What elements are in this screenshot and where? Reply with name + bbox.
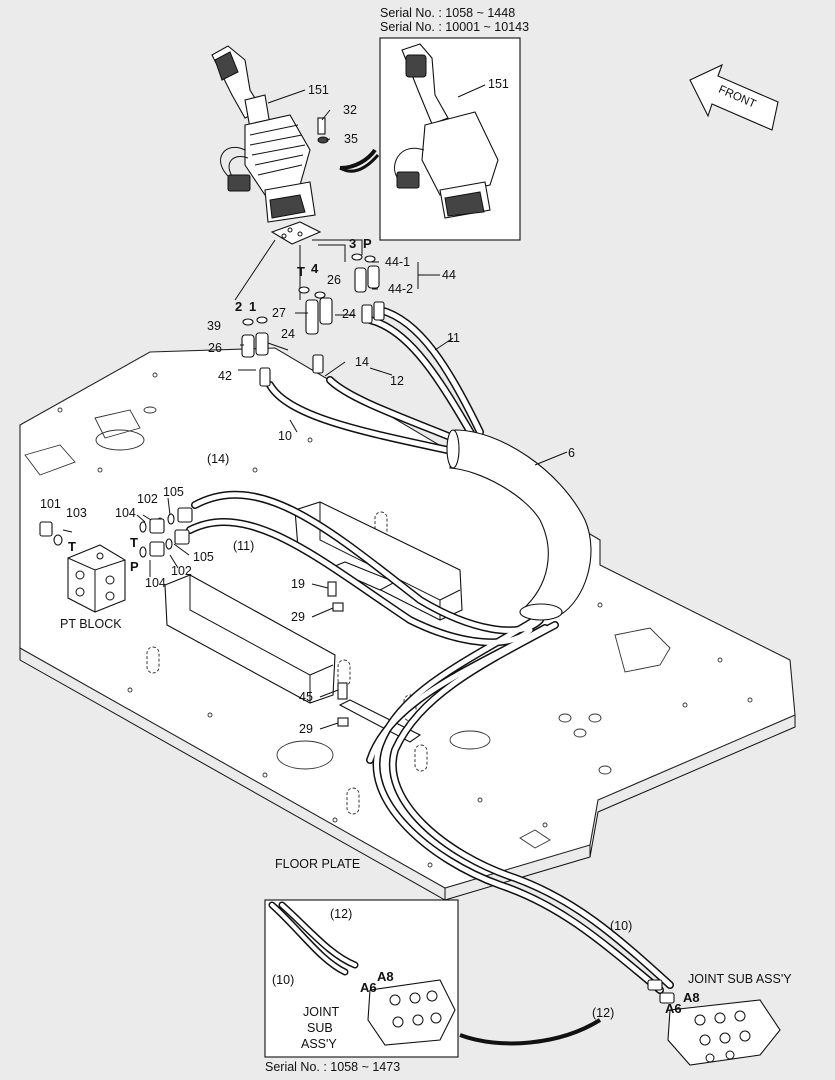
callout-12-paren: (12) — [592, 1006, 614, 1020]
callout-105-bottom: 105 — [193, 550, 214, 564]
nut-29a — [332, 602, 344, 612]
callout-6: 6 — [568, 446, 575, 460]
port-a8-inset: A8 — [377, 969, 394, 984]
plug-101 — [39, 521, 53, 537]
nut-29b — [337, 717, 349, 727]
port-p: P — [363, 236, 372, 251]
hoses — [186, 306, 674, 994]
floor-plate — [19, 347, 796, 901]
callout-29-lower: 29 — [299, 722, 313, 736]
callout-29-upper: 29 — [291, 610, 305, 624]
port-4: 4 — [311, 261, 319, 276]
callout-10-paren: (10) — [610, 919, 632, 933]
callout-102-top: 102 — [137, 492, 158, 506]
fittings-joystick — [241, 253, 385, 387]
callout-19: 19 — [291, 577, 305, 591]
callout-104-top: 104 — [115, 506, 136, 520]
callout-101: 101 — [40, 497, 61, 511]
joint-variant — [268, 901, 456, 1046]
callout-151-inset: 151 — [488, 77, 509, 91]
inset-joint-caption-3: ASS'Y — [301, 1037, 337, 1051]
callout-26-left: 26 — [208, 341, 222, 355]
callout-45: 45 — [299, 690, 313, 704]
callout-42: 42 — [218, 369, 232, 383]
inset-joint-caption-2: SUB — [307, 1021, 333, 1035]
callout-12-inset: (12) — [330, 907, 352, 921]
port-t: T — [297, 264, 305, 279]
callout-10: 10 — [278, 429, 292, 443]
bolt-19 — [327, 581, 337, 597]
callout-103: 103 — [66, 506, 87, 520]
callout-14: 14 — [355, 355, 369, 369]
bolt-32 — [317, 117, 326, 135]
front-arrow — [689, 63, 779, 131]
pt-port-t-left: T — [68, 539, 76, 554]
serial-top-1: Serial No. : 1058 ~ 1448 — [380, 6, 515, 20]
callout-32: 32 — [343, 103, 357, 117]
port-a6: A6 — [665, 1001, 682, 1016]
port-2: 2 — [235, 299, 242, 314]
joystick-base-plate — [270, 221, 322, 245]
callout-24-left: 24 — [281, 327, 295, 341]
serial-top-2: Serial No. : 10001 ~ 10143 — [380, 20, 529, 34]
bracket-lower — [164, 574, 422, 743]
joystick-variant — [394, 43, 499, 219]
pt-block — [39, 507, 193, 613]
callout-44: 44 — [442, 268, 456, 282]
callout-35: 35 — [344, 132, 358, 146]
callout-11: 11 — [447, 331, 460, 345]
callout-27: 27 — [272, 306, 286, 320]
callout-44-2: 44-2 — [388, 282, 413, 296]
callout-14-paren: (14) — [207, 452, 229, 466]
joint-sub-assy-caption: JOINT SUB ASS'Y — [688, 972, 792, 986]
leader-lines — [62, 84, 568, 730]
pt-port-p: P — [130, 559, 139, 574]
serial-bottom: Serial No. : 1058 ~ 1473 — [265, 1060, 400, 1074]
inset-joint-caption-1: JOINT — [303, 1005, 339, 1019]
callout-26-top: 26 — [327, 273, 341, 287]
bolt-45 — [337, 682, 348, 700]
port-1: 1 — [249, 299, 256, 314]
pt-port-t: T — [130, 535, 138, 550]
pt-block-caption: PT BLOCK — [60, 617, 122, 631]
joint-sub-assy-main — [647, 979, 781, 1066]
joystick-main — [211, 45, 316, 223]
callout-151: 151 — [308, 83, 329, 97]
port-a6-inset: A6 — [360, 980, 377, 995]
port-3: 3 — [349, 236, 356, 251]
callout-24-right: 24 — [342, 307, 356, 321]
callout-39: 39 — [207, 319, 221, 333]
callout-105-top: 105 — [163, 485, 184, 499]
callout-10-inset: (10) — [272, 973, 294, 987]
callout-104-bottom: 104 — [145, 576, 166, 590]
floor-plate-caption: FLOOR PLATE — [275, 857, 360, 871]
callout-11-paren: (11) — [233, 539, 254, 553]
callout-102-bottom: 102 — [171, 564, 192, 578]
callout-44-1: 44-1 — [385, 255, 410, 269]
callout-12: 12 — [390, 374, 404, 388]
port-a8: A8 — [683, 990, 700, 1005]
